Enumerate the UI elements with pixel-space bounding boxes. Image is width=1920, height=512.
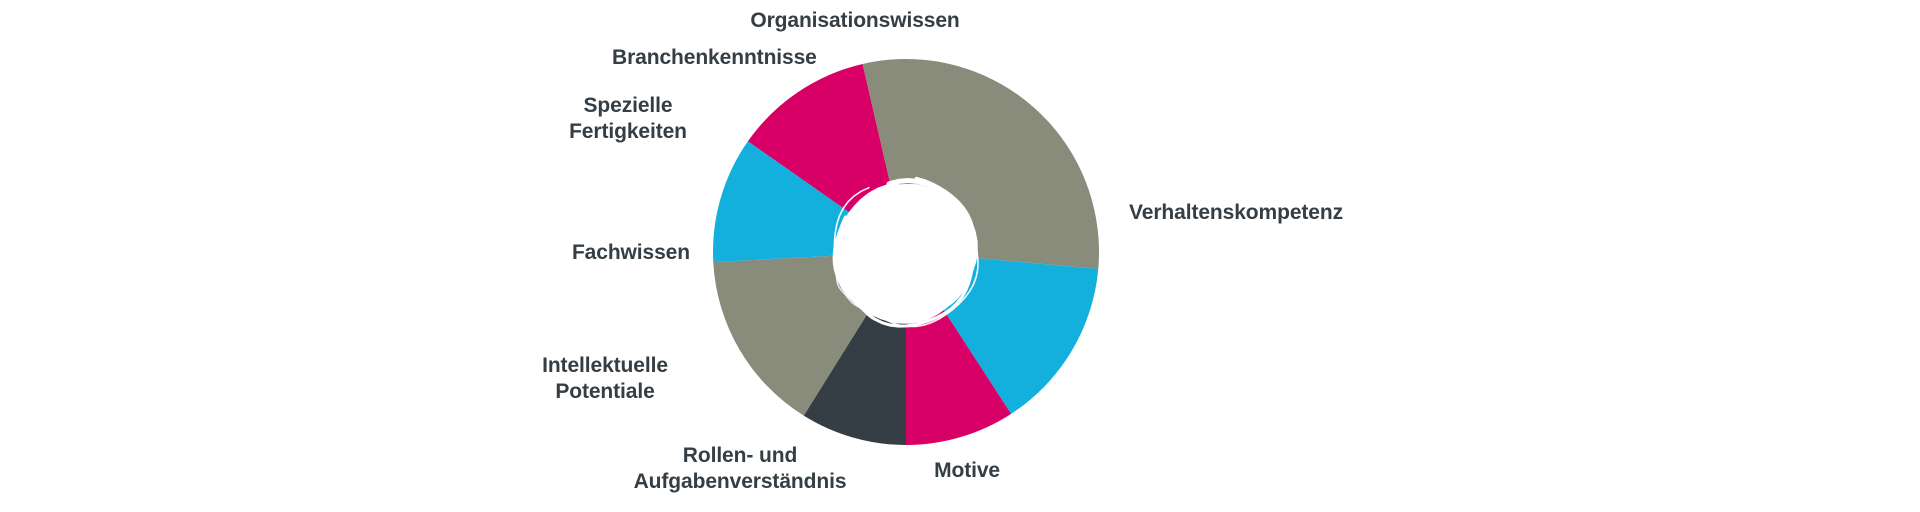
- donut-slices-group: [713, 59, 1099, 445]
- slice-label-motive: Motive: [934, 459, 1000, 482]
- sketch-ring-stroke: [835, 184, 975, 318]
- donut-slice[interactable]: [747, 63, 891, 213]
- donut-slice[interactable]: [862, 59, 906, 186]
- donut-slice[interactable]: [803, 309, 906, 445]
- slice-label-branchenkenntnisse: Branchenkenntnisse: [612, 46, 817, 69]
- slice-label-intellektuelle-potentiale: Intellektuelle Potentiale: [542, 354, 668, 403]
- slice-label-rollen-aufgabenverstaendnis: Rollen- und Aufgabenverständnis: [633, 444, 847, 493]
- slice-label-verhaltenskompetenz: Verhaltenskompetenz: [1129, 201, 1344, 224]
- hand-drawn-center-ring: [832, 176, 979, 328]
- donut-hole: [840, 186, 972, 318]
- slice-label-spezielle-fertigkeiten: Spezielle Fertigkeiten: [569, 94, 687, 143]
- sketch-ring-stroke: [834, 176, 976, 328]
- donut-slice[interactable]: [713, 141, 851, 263]
- slice-label-organisationswissen: Organisationswissen: [750, 9, 960, 32]
- sketch-ring-stroke: [833, 186, 979, 328]
- donut-slice[interactable]: [906, 59, 1099, 269]
- slice-label-fachwissen: Fachwissen: [571, 241, 690, 264]
- donut-slice[interactable]: [906, 309, 1012, 445]
- sketch-ring-stroke: [840, 183, 962, 320]
- donut-slice[interactable]: [713, 255, 870, 416]
- sketch-ring-stroke: [832, 261, 899, 327]
- donut-slice[interactable]: [943, 257, 1099, 414]
- sketch-ring-stroke: [832, 178, 978, 324]
